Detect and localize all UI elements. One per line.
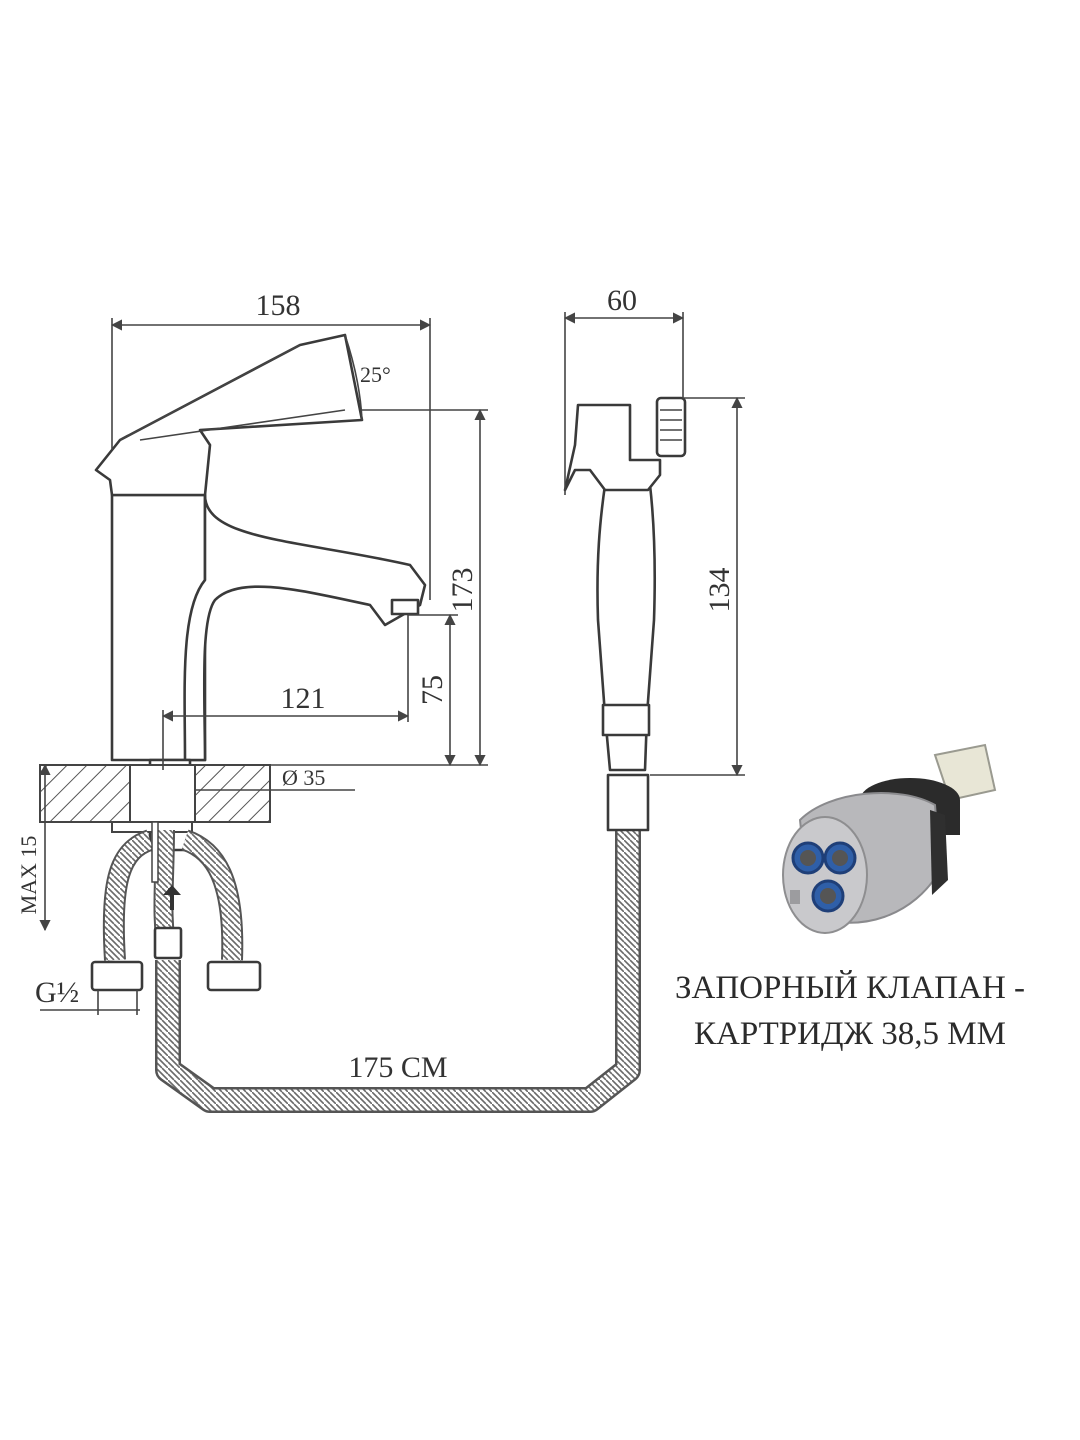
caption-line-2: КАРТРИДЖ 38,5 ММ — [694, 1016, 1006, 1052]
hose-nut-left — [90, 960, 144, 992]
faucet-spout — [183, 493, 427, 762]
dim-faucet-width: 158 — [256, 289, 301, 322]
dimension-lines — [39, 312, 745, 1015]
dim-shower-length: 134 — [703, 568, 736, 613]
dim-max-thickness: MAX 15 — [16, 836, 41, 915]
hose-nut-right — [206, 960, 262, 992]
dim-lever-angle: 25° — [360, 362, 391, 387]
caption-line-1: ЗАПОРНЫЙ КЛАПАН - — [674, 970, 1026, 1006]
dim-faucet-height: 173 — [446, 568, 479, 613]
shower-hose — [155, 820, 641, 1113]
dim-shower-width: 60 — [607, 284, 637, 317]
shower-nozzle — [655, 396, 687, 458]
shower-head — [563, 403, 662, 492]
dim-hose-length: 175 СМ — [348, 1051, 447, 1084]
cartridge-image — [782, 743, 997, 934]
hand-shower-drawing — [563, 396, 687, 832]
cartridge-caption: ЗАПОРНЫЙ КЛАПАН - КАРТРИДЖ 38,5 ММ — [640, 965, 1060, 1057]
faucet-lever — [94, 333, 364, 497]
hose-nut-center — [153, 926, 183, 960]
dim-spout-reach: 121 — [281, 682, 326, 715]
flow-arrow-icon — [163, 885, 181, 910]
dim-hole-diameter: Ø 35 — [282, 765, 325, 790]
supply-hoses — [90, 821, 262, 992]
dim-spout-clearance: 75 — [416, 675, 449, 705]
dim-thread: G½ — [35, 976, 79, 1009]
shower-connector — [606, 773, 650, 832]
